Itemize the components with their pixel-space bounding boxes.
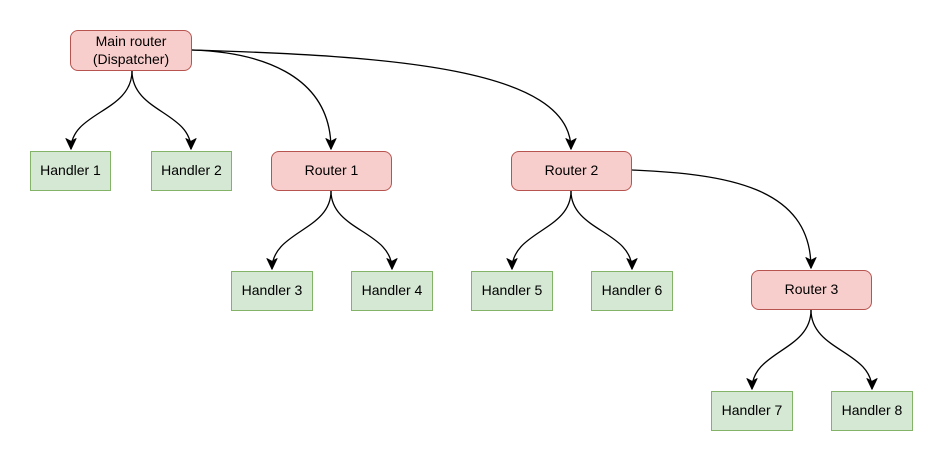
- edge-router-2-to-router-3: [631, 169, 817, 269]
- edge-main-router-to-handler-1: [65, 70, 133, 150]
- node-main-router-label-line-1: Main router: [95, 33, 167, 50]
- node-handler-6: Handler 6: [591, 271, 673, 311]
- node-router-2: Router 2: [511, 151, 632, 191]
- node-router-1: Router 1: [271, 151, 392, 191]
- node-router-3: Router 3: [751, 270, 872, 310]
- edge-router-1-to-handler-3: [266, 190, 332, 270]
- node-handler-1-label: Handler 1: [40, 162, 101, 179]
- node-handler-4-label: Handler 4: [361, 282, 423, 299]
- node-handler-5-label: Handler 5: [481, 282, 543, 299]
- edge-main-router-to-router-2: [191, 49, 577, 150]
- edge-router-3-to-handler-8: [810, 309, 878, 390]
- node-router-1-label: Router 1: [304, 162, 359, 179]
- node-handler-4: Handler 4: [351, 271, 433, 311]
- node-router-2-label: Router 2: [544, 162, 599, 179]
- node-handler-3-label: Handler 3: [241, 282, 303, 299]
- edge-main-router-to-router-1: [191, 49, 337, 150]
- node-handler-2: Handler 2: [151, 151, 232, 191]
- edge-router-1-to-handler-4: [330, 190, 398, 270]
- edge-router-2-to-handler-6: [570, 190, 638, 270]
- node-main-router-label-line-2: (Dispatcher): [92, 50, 170, 67]
- edge-router-3-to-handler-7: [746, 309, 812, 390]
- node-handler-2-label: Handler 2: [161, 162, 222, 179]
- node-handler-8-label: Handler 8: [841, 402, 903, 419]
- node-handler-7: Handler 7: [711, 391, 793, 431]
- node-router-3-label: Router 3: [784, 281, 839, 298]
- node-handler-7-label: Handler 7: [721, 402, 783, 419]
- edge-router-2-to-handler-5: [506, 190, 572, 270]
- edge-main-router-to-handler-2: [131, 70, 197, 150]
- node-handler-3: Handler 3: [231, 271, 313, 311]
- node-main-router: Main router (Dispatcher): [70, 30, 192, 71]
- node-handler-8: Handler 8: [831, 391, 913, 431]
- node-handler-6-label: Handler 6: [601, 282, 663, 299]
- node-handler-1: Handler 1: [30, 151, 111, 191]
- node-handler-5: Handler 5: [471, 271, 553, 311]
